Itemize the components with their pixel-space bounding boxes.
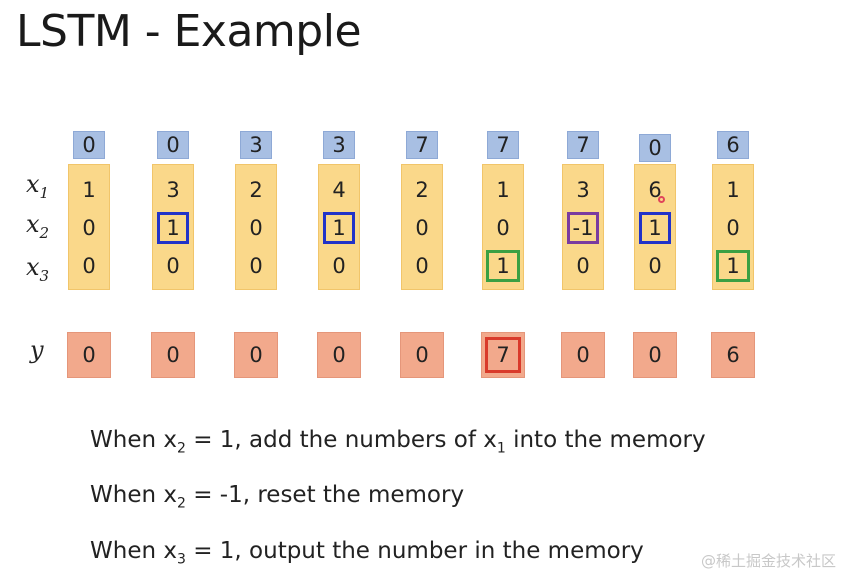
row-label-x2: x2 xyxy=(26,210,50,242)
memory-cell: 7 xyxy=(487,131,519,159)
x3-value: 0 xyxy=(166,254,180,278)
x2-value: 0 xyxy=(82,216,96,240)
slide-title: LSTM - Example xyxy=(16,6,362,57)
x3-value: 1 xyxy=(726,254,740,278)
x3-value: 0 xyxy=(249,254,263,278)
x3-value: 0 xyxy=(415,254,429,278)
output-highlight-box xyxy=(716,250,750,282)
reset-highlight-box xyxy=(567,212,599,244)
x1-value: 1 xyxy=(726,178,740,202)
x1-value: 1 xyxy=(82,178,96,202)
output-y-cell: 0 xyxy=(400,332,444,378)
x1-value: 3 xyxy=(166,178,180,202)
output-y-cell: 0 xyxy=(317,332,361,378)
x2-value: 0 xyxy=(496,216,510,240)
x2-value: 0 xyxy=(249,216,263,240)
x2-value: 0 xyxy=(415,216,429,240)
output-y-cell: 0 xyxy=(633,332,677,378)
memory-cell: 3 xyxy=(240,131,272,159)
add-highlight-box xyxy=(639,212,671,244)
memory-cell: 7 xyxy=(567,131,599,159)
row-label-x3: x3 xyxy=(26,253,50,285)
memory-cell: 3 xyxy=(323,131,355,159)
x2-value: 1 xyxy=(648,216,662,240)
row-label-y: y xyxy=(30,336,44,364)
x3-value: 0 xyxy=(82,254,96,278)
rule-reset-note: When x2 = -1, reset the memory xyxy=(90,482,465,512)
output-y-cell: 0 xyxy=(151,332,195,378)
x2-value: 1 xyxy=(332,216,346,240)
rule-output-note: When x3 = 1, output the number in the me… xyxy=(90,538,644,568)
x2-value: -1 xyxy=(572,216,594,240)
memory-cell: 0 xyxy=(157,131,189,159)
output-y-cell: 0 xyxy=(67,332,111,378)
x1-value: 6 xyxy=(648,178,662,202)
memory-cell: 0 xyxy=(73,131,105,159)
input-column xyxy=(401,164,443,290)
x1-value: 3 xyxy=(576,178,590,202)
output-y-cell: 0 xyxy=(561,332,605,378)
x1-value: 2 xyxy=(415,178,429,202)
memory-cell: 7 xyxy=(406,131,438,159)
x3-value: 1 xyxy=(496,254,510,278)
add-highlight-box xyxy=(157,212,189,244)
x3-value: 0 xyxy=(332,254,346,278)
x1-value: 1 xyxy=(496,178,510,202)
x3-value: 0 xyxy=(576,254,590,278)
row-label-x1: x1 xyxy=(26,170,50,202)
input-column xyxy=(68,164,110,290)
output-y-cell: 6 xyxy=(711,332,755,378)
pointer-mark-icon xyxy=(658,196,665,203)
input-column xyxy=(235,164,277,290)
x2-value: 1 xyxy=(166,216,180,240)
x3-value: 0 xyxy=(648,254,662,278)
x2-value: 0 xyxy=(726,216,740,240)
memory-cell: 0 xyxy=(639,134,671,162)
x1-value: 4 xyxy=(332,178,346,202)
output-highlight-box xyxy=(486,250,520,282)
output-y-cell: 0 xyxy=(234,332,278,378)
x1-value: 2 xyxy=(249,178,263,202)
output-y-highlight-box xyxy=(485,337,521,373)
add-highlight-box xyxy=(323,212,355,244)
memory-cell: 6 xyxy=(717,131,749,159)
watermark: @稀土掘金技术社区 xyxy=(700,552,836,570)
rule-add-note: When x2 = 1, add the numbers of x1 into … xyxy=(90,427,706,457)
